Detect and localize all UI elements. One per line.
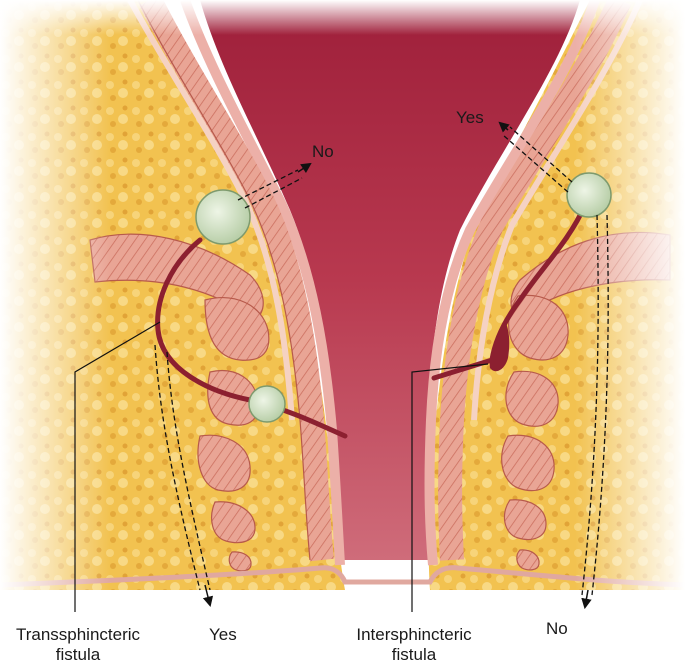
left-internal-sphincter — [139, 0, 334, 562]
label-yes-right: Yes — [456, 108, 484, 127]
left-mucosa-lining — [180, 0, 345, 566]
left-longitudinal-layer — [127, 0, 295, 421]
right-lower-arrow — [581, 589, 592, 610]
right-mucosa-lining — [424, 0, 600, 566]
label-intersphincteric-line1: Intersphincteric — [356, 625, 472, 644]
label-transsphincteric-fistula: Transsphincteric fistula — [8, 625, 148, 665]
label-no-bottom: No — [546, 619, 568, 638]
right-supralevator-abscess — [566, 172, 612, 218]
left-lower-arrow — [202, 584, 214, 608]
left-intersphincteric-abscess — [248, 385, 286, 423]
left-lower-drainage-path — [154, 344, 211, 591]
right-upper-arrow — [498, 121, 510, 133]
right-upper-drainage-path — [502, 126, 573, 193]
intersphincteric-leader-line — [411, 363, 489, 612]
left-upper-arrow — [297, 162, 312, 174]
label-intersphincteric-fistula: Intersphincteric fistula — [344, 625, 484, 665]
right-internal-sphincter — [438, 0, 632, 561]
transsphincteric-tract — [155, 237, 348, 439]
intersphincteric-tract-widening — [489, 320, 510, 372]
transsphincteric-leader-line — [74, 321, 161, 612]
label-intersphincteric-line2: fistula — [391, 645, 437, 664]
rectal-lumen — [200, 0, 580, 560]
left-upper-drainage-path — [237, 169, 303, 209]
perianal-skin — [0, 565, 685, 588]
label-transsphincteric-line1: Transsphincteric — [15, 625, 141, 644]
label-transsphincteric-line2: fistula — [55, 645, 101, 664]
right-lower-drainage-path — [581, 214, 609, 596]
label-yes-bottom: Yes — [209, 625, 237, 644]
bottom-white-area — [0, 590, 685, 667]
label-no-left: No — [312, 142, 334, 161]
right-external-sphincter — [501, 294, 569, 571]
left-supralevator-abscess — [195, 189, 251, 245]
